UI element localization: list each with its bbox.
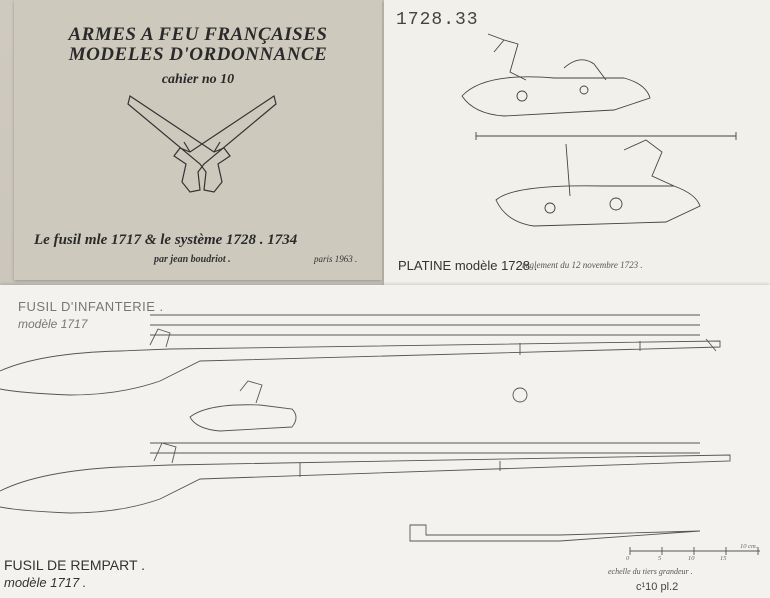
cover-place-year: paris 1963 . [314,254,358,264]
cover-cahier: cahier no 10 [161,72,235,87]
scale-mark-0: 0 [626,555,630,562]
plate-title-top: FUSIL D'INFANTERIE . [18,299,164,314]
platine-note: règlement du 12 novembre 1723 . [522,260,643,270]
platine-title: PLATINE modèle 1728 . [398,258,538,273]
cover-title-line2: MODELES D'ORDONNANCE [68,44,328,65]
scale-mark-10: 10 [688,555,695,562]
rifle-plate: FUSIL D'INFANTERIE . modèle 1717 FUSIL D… [0,285,770,598]
lock-drawings [461,33,737,227]
plate-reference: c¹10 pl.2 [636,581,679,593]
plate-title-bottom: FUSIL DE REMPART . [4,557,146,573]
cover-title-line1: ARMES A FEU FRANÇAISES [68,24,328,45]
cover-author: par jean boudriot . [154,254,231,265]
scale-mark-15: 15 [720,555,727,562]
platine-sheet: 1728.33 PLATINE modèle 1728 . règlement … [384,0,770,286]
scale-mark-5: 5 [658,555,662,562]
cover-subtitle: Le fusil mle 1717 & le système 1728 . 17… [34,232,298,248]
rifle-drawings [0,314,760,555]
crossed-pistols-illustration [127,95,277,193]
plate-model-top: modèle 1717 [18,317,88,331]
scale-label: echelle du tiers grandeur . [608,567,693,576]
booklet-cover: ARMES A FEU FRANÇAISES MODELES D'ORDONNA… [14,0,382,280]
scale-mark-cm: 10 cm. [740,543,758,550]
sheet-number: 1728.33 [396,10,479,30]
plate-model-bottom: modèle 1717 . [4,575,87,590]
